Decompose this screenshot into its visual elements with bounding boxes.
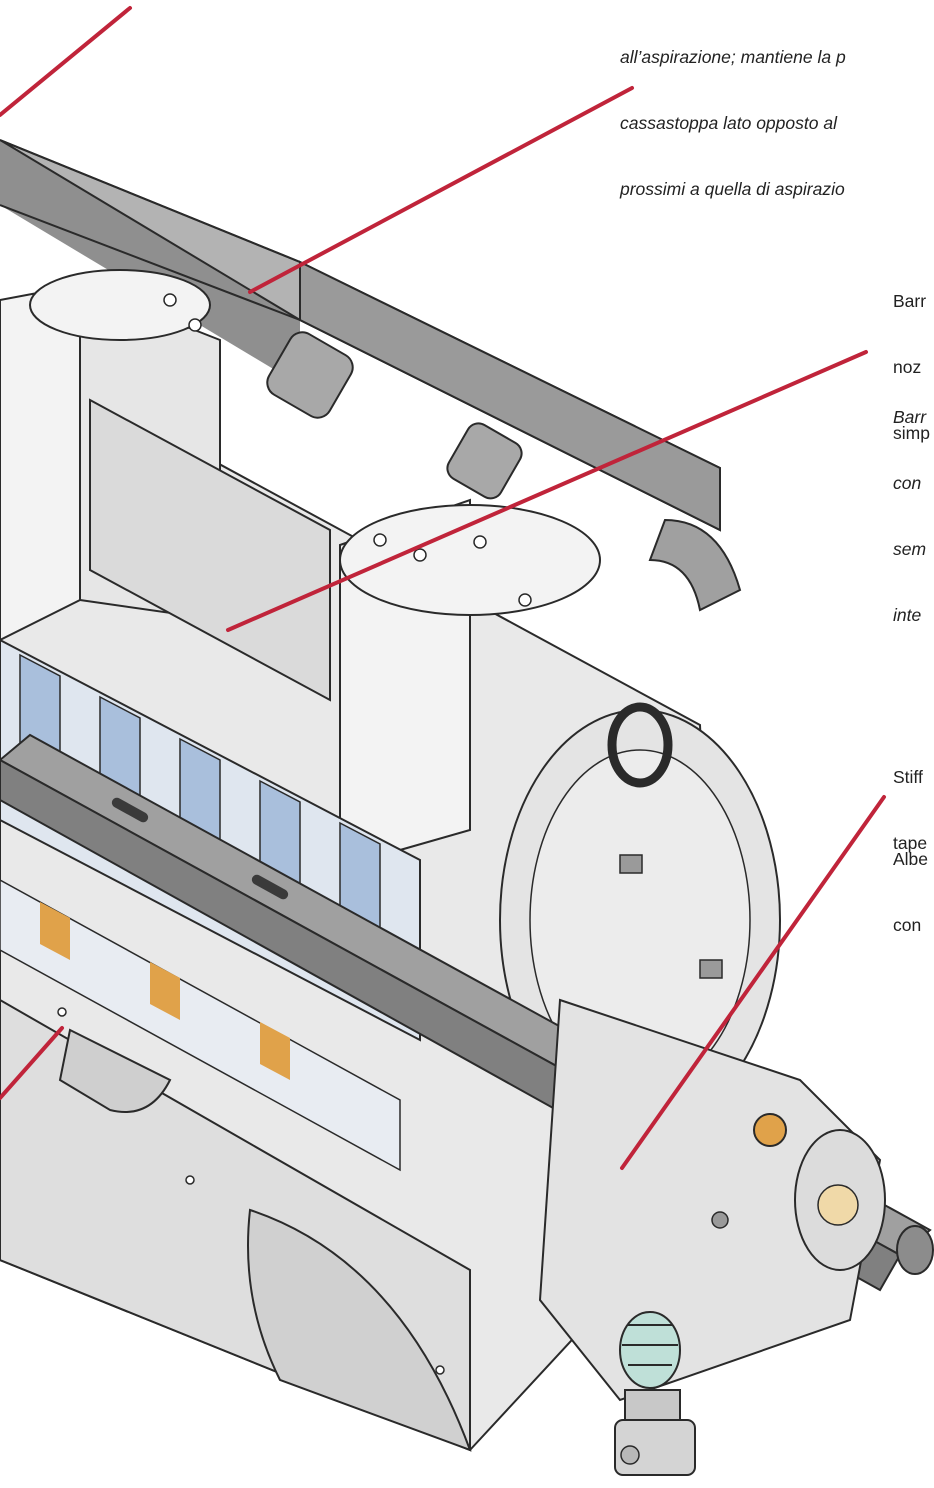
oil-sight-glass [614, 1311, 696, 1476]
bearing-housing [538, 998, 886, 1402]
leader-lines [0, 6, 886, 1170]
label-line: Stiff [893, 767, 923, 787]
leader-line-casing-bottom [0, 1026, 64, 1100]
label-line: con [893, 473, 922, 493]
label-line: tape [893, 833, 928, 853]
leader-line-top-left [0, 6, 132, 117]
discharge-nozzle [89, 398, 601, 852]
label-line: inte [893, 605, 922, 625]
label-line: cassastoppa lato opposto al [620, 113, 837, 133]
label-line: noz [893, 357, 922, 377]
label-line: simp [893, 423, 930, 443]
label-line: Barr [893, 407, 927, 427]
label-stiffness: Stiff tape [893, 722, 927, 876]
label-barrel-italic: Barr con sem inte [893, 362, 926, 648]
leader-line-barrel [226, 350, 868, 632]
label-barrel-regular: Barr noz simp [893, 246, 930, 466]
label-line: con [893, 915, 922, 935]
label-line: sem [893, 539, 927, 559]
label-line: all’aspirazione; mantiene la p [620, 47, 846, 67]
label-line: Barr [893, 291, 927, 311]
leader-line-shaft [620, 795, 886, 1170]
label-top-right-italic: all’aspirazione; mantiene la p cassastop… [620, 2, 846, 222]
label-line: Albe [893, 849, 929, 869]
label-shaft: Albe con [893, 804, 928, 958]
label-line: prossimi a quella di aspirazio [620, 179, 845, 199]
leader-line-pipe [248, 86, 634, 294]
